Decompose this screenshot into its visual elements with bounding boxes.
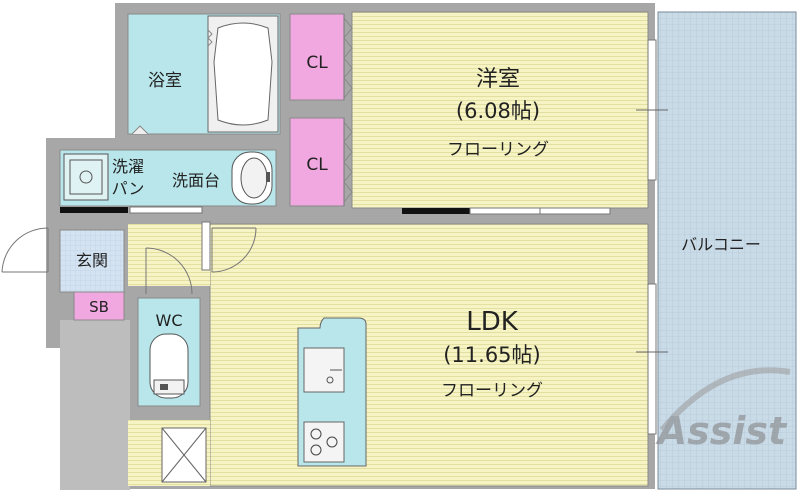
bathroom: 浴室 — [127, 13, 281, 135]
toilet-label: WC — [156, 311, 183, 330]
closet-upper: CL — [289, 13, 353, 101]
bathtub-icon — [207, 15, 279, 133]
toilet-icon — [149, 333, 189, 399]
sink-icon — [231, 151, 273, 205]
washbasin-label: 洗面台 — [172, 171, 220, 190]
toilet-door-swing — [145, 247, 193, 295]
entrance-label: 玄関 — [76, 251, 108, 270]
windows — [636, 39, 668, 435]
laundry-area: 洗濯 パン 洗面台 — [59, 149, 277, 207]
laundry-pan-line1: 洗濯 — [112, 157, 144, 176]
western-room-floor: フローリング — [447, 140, 549, 160]
storage-x — [161, 427, 207, 483]
closet-lower: CL — [289, 117, 353, 207]
sill-western — [402, 208, 470, 214]
western-room-size: (6.08帖) — [456, 99, 540, 123]
closet-lower-label: CL — [306, 155, 328, 175]
western-room-name: 洋室 — [476, 67, 520, 92]
ldk-name: LDK — [466, 307, 519, 337]
toilet-room: WC — [137, 247, 201, 407]
bath-label: 浴室 — [148, 71, 182, 91]
shoe-box-label: SB — [89, 298, 109, 316]
sliding-door-laundry — [129, 206, 203, 214]
stove-icon — [303, 421, 345, 463]
hall-door-swing — [211, 227, 257, 273]
assist-watermark: Assist — [655, 367, 791, 453]
ldk-size: (11.65帖) — [443, 343, 541, 367]
laundry-pan-line2: パン — [112, 179, 145, 198]
entrance-door-swing — [1, 227, 49, 273]
entrance: 玄関 SB — [1, 227, 125, 321]
balcony-label: バルコニー — [681, 235, 761, 254]
laundry-pan-icon — [63, 153, 109, 201]
ldk-floor: フローリング — [441, 381, 543, 401]
watermark-text: Assist — [655, 409, 788, 453]
closet-upper-label: CL — [306, 53, 328, 73]
sill-laundry — [60, 207, 128, 213]
western-room: 洋室 (6.08帖) フローリング — [351, 11, 649, 209]
ldk-room: LDK (11.65帖) フローリング — [128, 223, 649, 487]
kitchen-counter — [297, 317, 367, 467]
